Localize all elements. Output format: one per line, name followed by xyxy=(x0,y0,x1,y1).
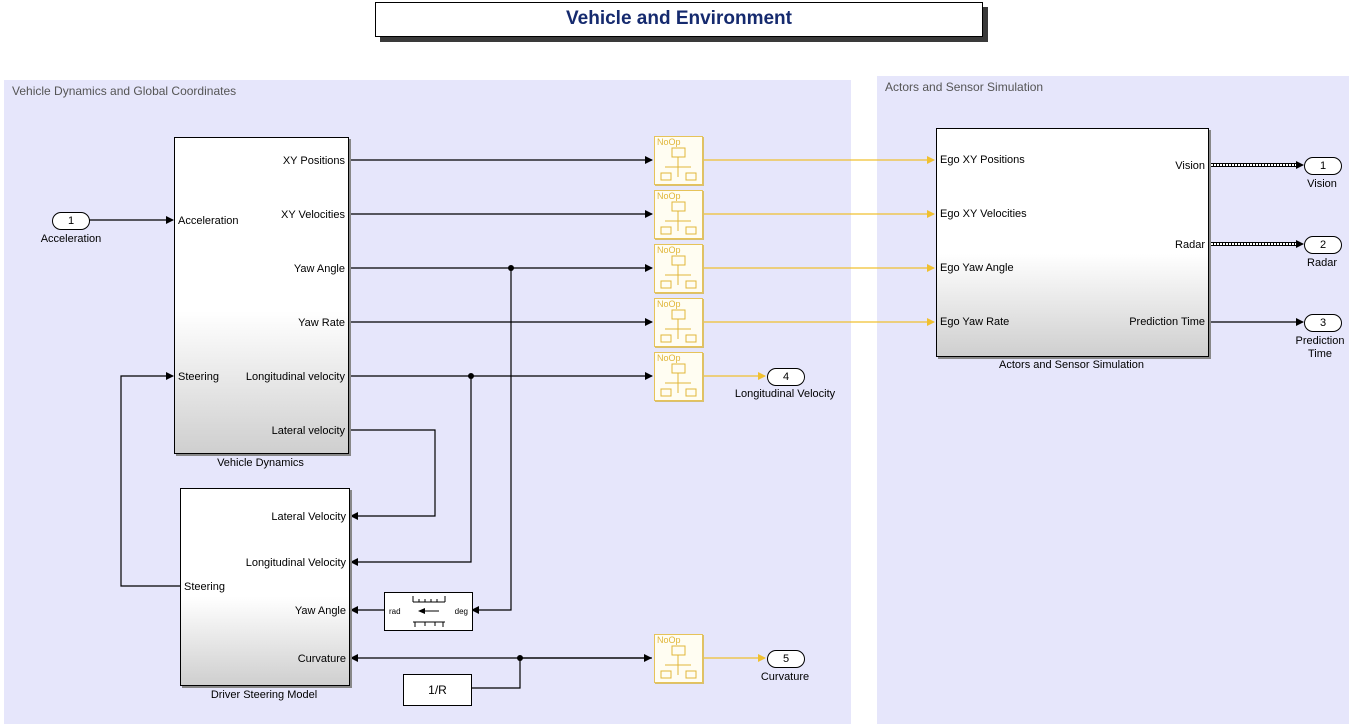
outport-curvature-label: Curvature xyxy=(760,671,810,683)
wire-lateral-velocity xyxy=(348,429,436,520)
outport-longitudinal-velocity[interactable]: 4 xyxy=(767,368,805,386)
as-input-ego-xy-positions: Ego XY Positions xyxy=(940,154,1025,166)
outport-prediction-time[interactable]: 3 xyxy=(1304,314,1342,332)
wire-steering xyxy=(120,372,180,587)
outport-vision-label: Vision xyxy=(1307,178,1337,190)
as-output-prediction-time: Prediction Time xyxy=(1129,316,1205,328)
vd-input-acceleration: Acceleration xyxy=(178,215,239,227)
outport-vision[interactable]: 1 xyxy=(1304,157,1342,175)
outport-radar-label: Radar xyxy=(1307,257,1337,269)
noop-block-yaw-angle[interactable]: NoOp xyxy=(654,244,703,293)
wire-long-velocity-branch xyxy=(350,376,472,566)
noop-block-curvature[interactable]: NoOp xyxy=(654,634,703,683)
noop-icon xyxy=(660,201,697,235)
vd-output-yaw-rate: Yaw Rate xyxy=(298,317,345,329)
driver-steering-block[interactable]: Steering Lateral Velocity Longitudinal V… xyxy=(180,488,350,686)
as-input-ego-xy-velocities: Ego XY Velocities xyxy=(940,208,1027,220)
noop-icon xyxy=(660,255,697,289)
noop-icon xyxy=(660,309,697,343)
noop-icon xyxy=(660,147,697,181)
noop-block-xy-velocities[interactable]: NoOp xyxy=(654,190,703,239)
inport-acceleration[interactable]: 1 xyxy=(52,212,90,230)
conversion-from-unit: rad xyxy=(389,607,401,616)
noop-block-longitudinal-velocity[interactable]: NoOp xyxy=(654,352,703,401)
vd-output-xy-velocities: XY Velocities xyxy=(280,209,345,221)
wire-yaw-angle-branch xyxy=(471,268,512,614)
noop-block-yaw-rate[interactable]: NoOp xyxy=(654,298,703,347)
wire-gain-out xyxy=(471,658,521,689)
noop-icon xyxy=(660,645,697,679)
noop-block-xy-positions[interactable]: NoOp xyxy=(654,136,703,185)
model-title-box: Vehicle and Environment xyxy=(375,2,983,37)
branch-point-curvature xyxy=(517,655,523,661)
actors-sensor-label: Actors and Sensor Simulation xyxy=(999,359,1144,371)
inport-acceleration-label: Acceleration xyxy=(40,233,102,245)
as-input-ego-yaw-rate: Ego Yaw Rate xyxy=(940,316,1010,328)
as-output-radar: Radar xyxy=(1175,239,1205,251)
noop-icon xyxy=(660,363,697,397)
model-title: Vehicle and Environment xyxy=(566,8,792,29)
outport-longitudinal-velocity-label: Longitudinal Velocity xyxy=(734,388,836,400)
ds-input-longitudinal-velocity: Longitudinal Velocity xyxy=(245,557,346,569)
ds-input-lateral-velocity: Lateral Velocity xyxy=(271,511,346,523)
branch-point-yaw xyxy=(508,265,514,271)
vd-output-lateral-velocity: Lateral velocity xyxy=(271,425,345,437)
ds-output-steering: Steering xyxy=(184,581,225,593)
ruler-icon xyxy=(412,596,446,627)
unit-conversion-block[interactable]: rad deg xyxy=(384,592,473,631)
area-label-actors-sensor: Actors and Sensor Simulation xyxy=(885,80,1044,94)
conversion-to-unit: deg xyxy=(454,607,468,616)
ds-input-curvature: Curvature xyxy=(297,653,346,665)
vd-output-xy-positions: XY Positions xyxy=(282,155,345,167)
actors-sensor-block[interactable]: Ego XY Positions Ego XY Velocities Ego Y… xyxy=(936,128,1209,357)
driver-steering-label: Driver Steering Model xyxy=(210,689,318,701)
outport-prediction-time-label: Prediction Time xyxy=(1295,335,1345,360)
as-input-ego-yaw-angle: Ego Yaw Angle xyxy=(940,262,1014,274)
outport-radar[interactable]: 2 xyxy=(1304,236,1342,254)
vd-output-longitudinal-velocity: Longitudinal velocity xyxy=(245,371,345,383)
vd-input-steering: Steering xyxy=(178,371,219,383)
area-label-vehicle-dynamics: Vehicle Dynamics and Global Coordinates xyxy=(12,84,237,98)
vehicle-dynamics-block[interactable]: Acceleration Steering XY Positions XY Ve… xyxy=(174,137,349,454)
vehicle-dynamics-label: Vehicle Dynamics xyxy=(217,457,304,469)
ds-input-yaw-angle: Yaw Angle xyxy=(294,605,346,617)
as-output-vision: Vision xyxy=(1175,160,1205,172)
gain-block[interactable]: 1/R xyxy=(403,674,472,706)
outport-curvature[interactable]: 5 xyxy=(767,650,805,668)
branch-point-long-velocity xyxy=(468,373,474,379)
vd-output-yaw-angle: Yaw Angle xyxy=(293,263,345,275)
